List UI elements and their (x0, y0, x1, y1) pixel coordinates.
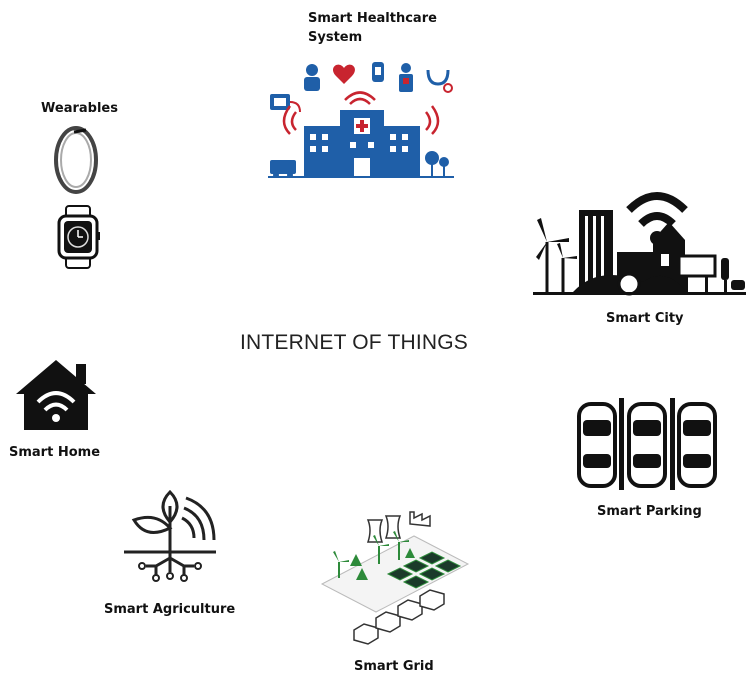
smart-parking-icon (577, 398, 717, 490)
healthcare-label-line1: Smart Healthcare (308, 11, 437, 26)
smart-home-icon (16, 360, 96, 430)
diagram-title: INTERNET OF THINGS (240, 331, 469, 354)
smart-agriculture-icon (124, 489, 216, 582)
fitness-band-icon (54, 126, 98, 194)
smart-city-label: Smart City (606, 311, 684, 326)
smart-parking-label: Smart Parking (597, 504, 702, 519)
healthcare-label-line2: System (308, 30, 363, 45)
smart-city-icon (533, 192, 746, 296)
smart-home-label: Smart Home (9, 445, 101, 460)
hospital-icon (268, 62, 454, 178)
smart-agriculture-label: Smart Agriculture (104, 602, 236, 617)
smart-grid-label: Smart Grid (354, 659, 434, 674)
wearables-label: Wearables (41, 101, 118, 116)
smart-grid-icon (320, 511, 470, 645)
smartwatch-icon (57, 205, 100, 269)
